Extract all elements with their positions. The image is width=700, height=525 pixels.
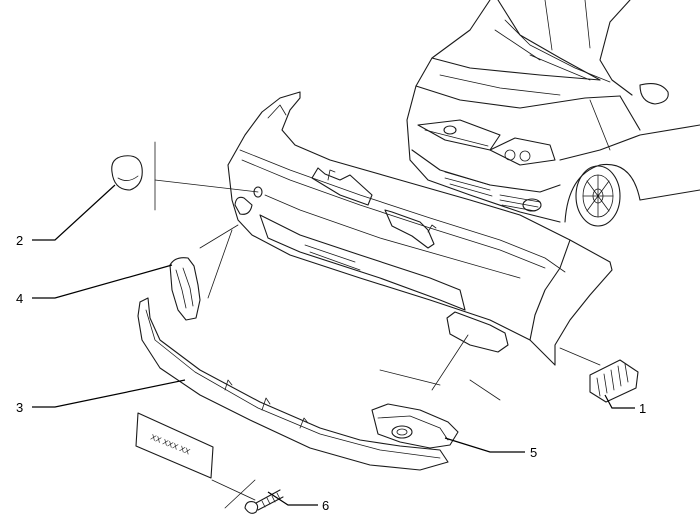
callout-3: 3 (16, 400, 23, 415)
part-1-clip (589, 359, 639, 403)
callout-4: 4 (16, 291, 23, 306)
part-6-screw (244, 489, 284, 514)
part-4-fog-light-bracket-left (169, 257, 201, 321)
part-5-fog-light-cover-right (371, 403, 459, 449)
assembly-lines (154, 141, 601, 509)
front-bumper (227, 91, 613, 366)
license-plate-text: XX XXX XX (149, 433, 192, 457)
callout-6: 6 (322, 498, 329, 513)
tow-hole (253, 186, 263, 198)
car-illustration (406, 0, 700, 227)
part-3-lower-spoiler (137, 297, 449, 471)
callout-1: 1 (639, 401, 646, 416)
callout-5: 5 (530, 445, 537, 460)
part-2-tow-hook-cap (111, 155, 143, 191)
leader-lines (32, 184, 635, 506)
callout-2: 2 (16, 233, 23, 248)
license-plate: XX XXX XX (135, 412, 214, 479)
